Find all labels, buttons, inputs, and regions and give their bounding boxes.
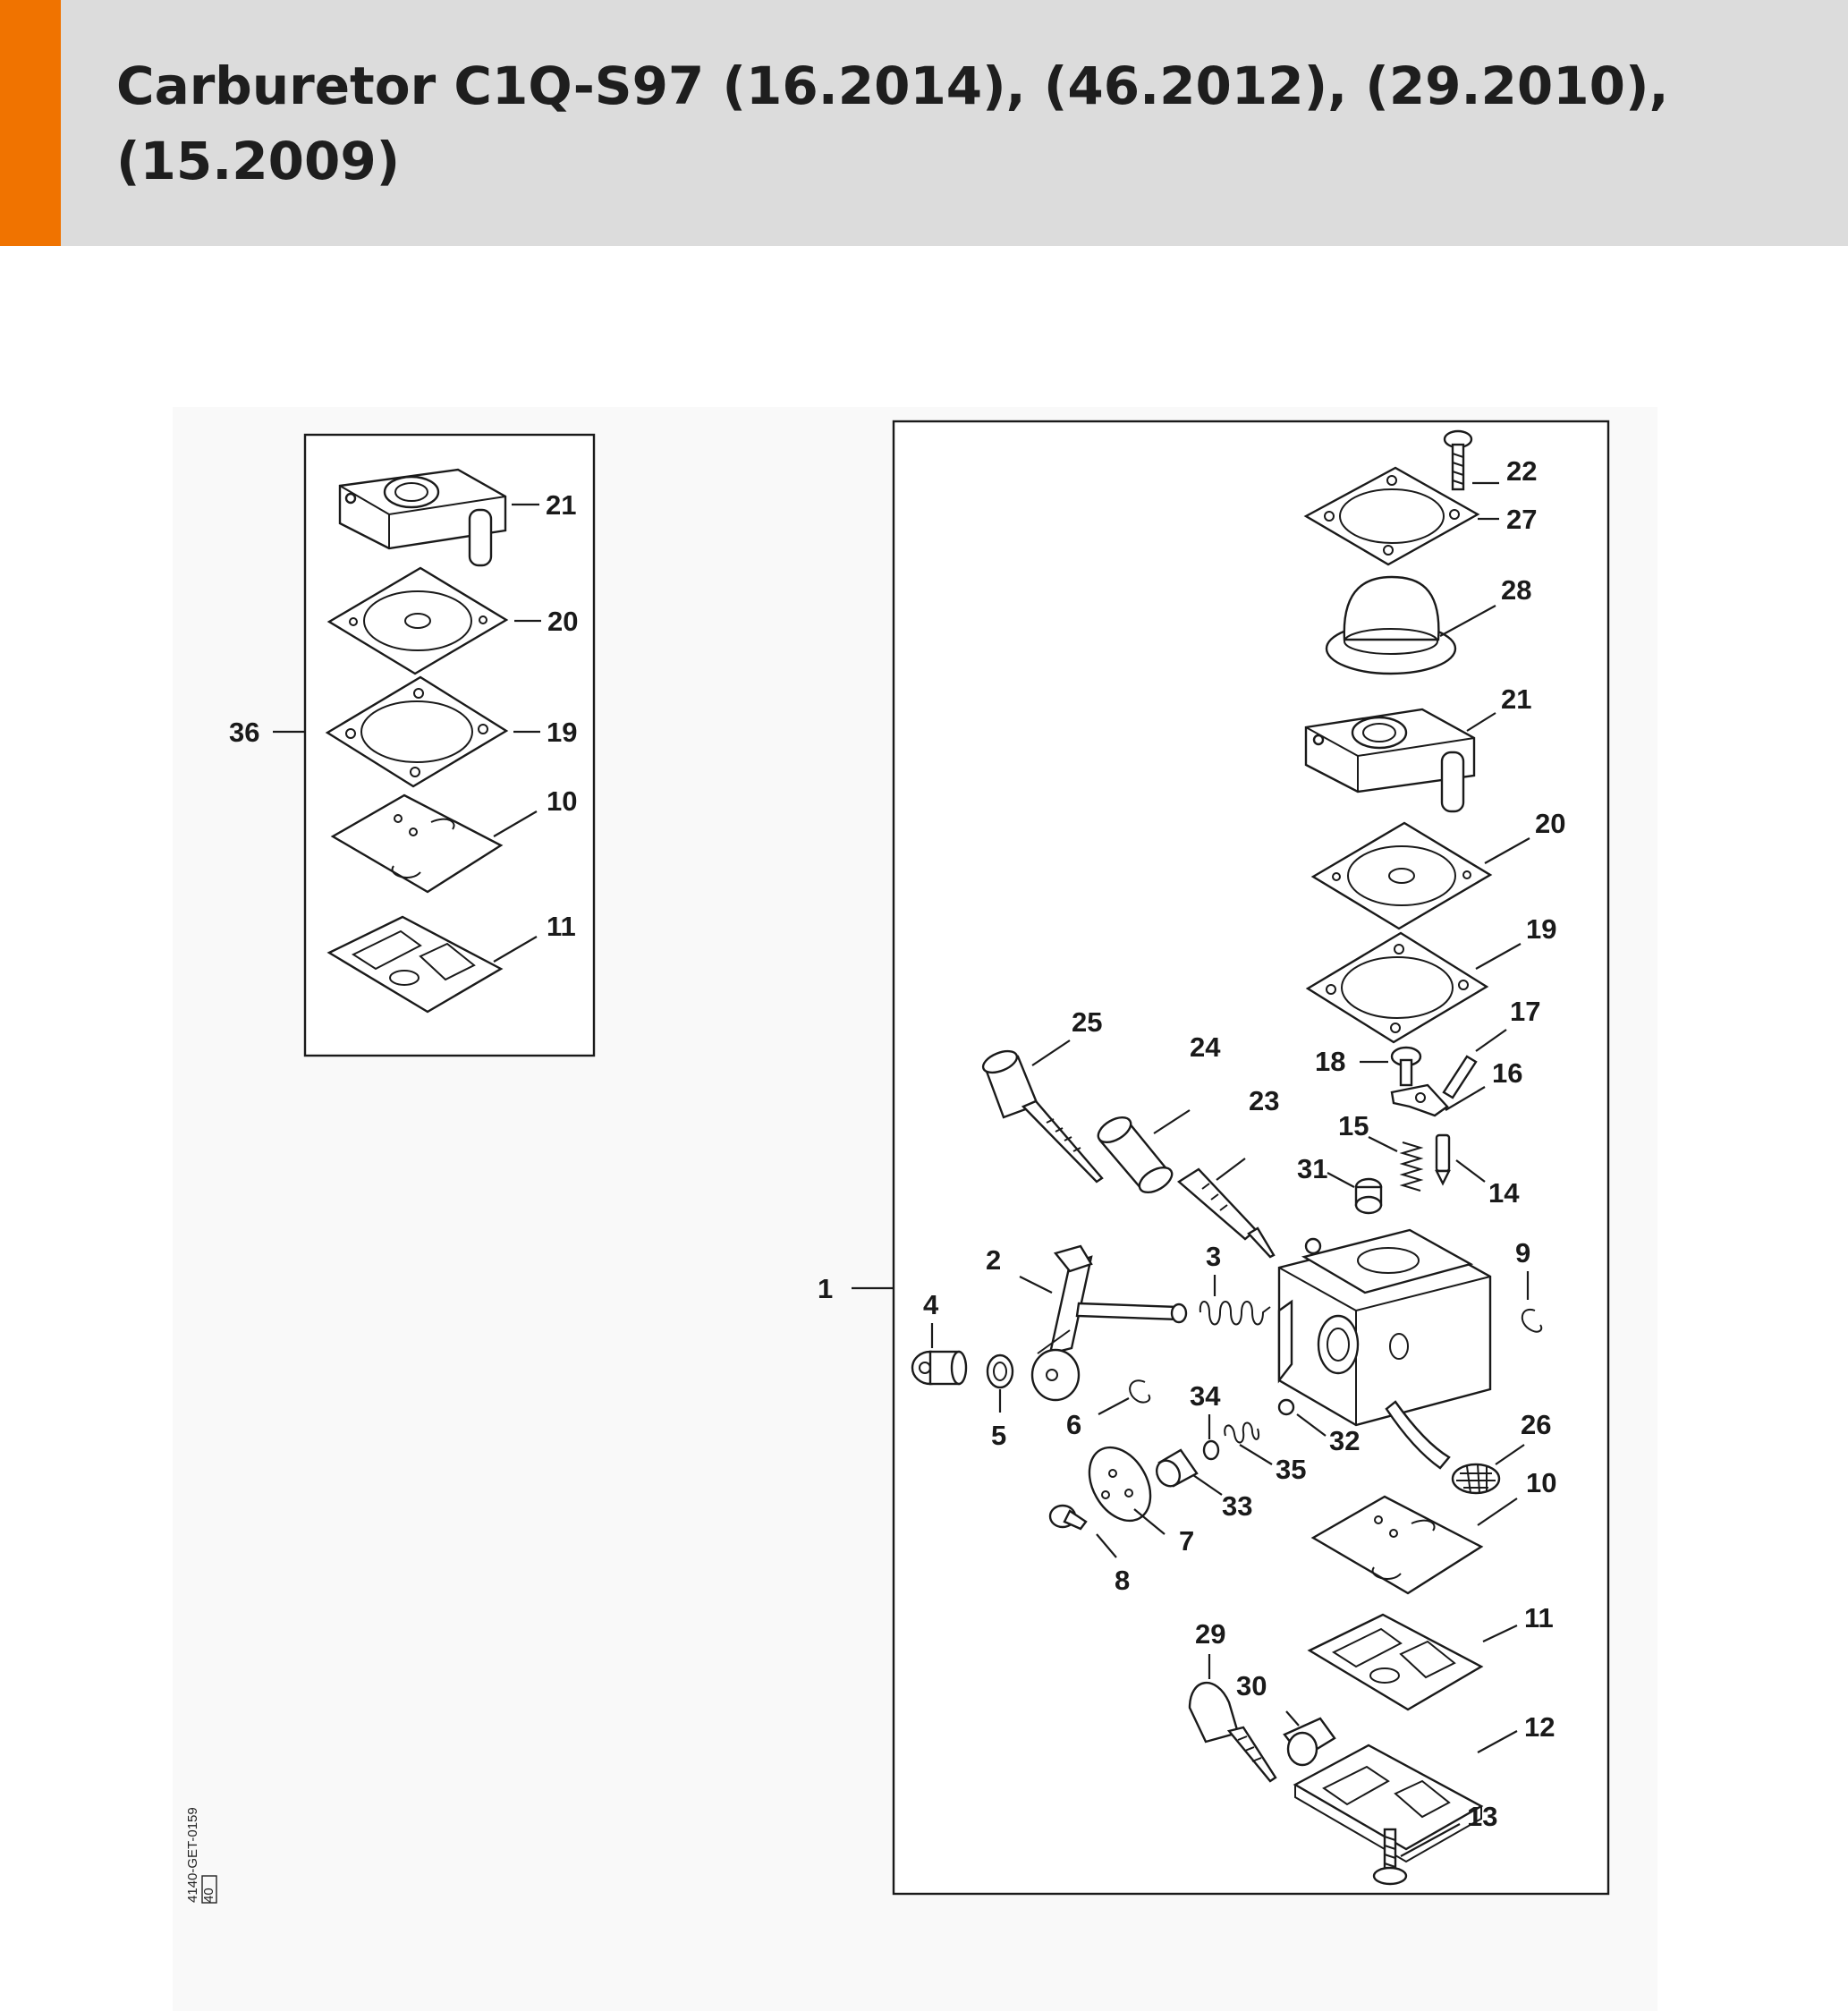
svg-text:24: 24	[1190, 1031, 1221, 1063]
page-title: Carburetor C1Q-S97 (16.2014), (46.2012),…	[116, 55, 1669, 191]
page-header: Carburetor C1Q-S97 (16.2014), (46.2012),…	[0, 0, 1848, 246]
part-20-diaphragm[interactable]	[1310, 821, 1493, 930]
svg-text:7: 7	[1179, 1525, 1194, 1557]
svg-text:11: 11	[1524, 1602, 1554, 1633]
svg-text:20: 20	[547, 606, 578, 637]
svg-text:22: 22	[1506, 455, 1537, 487]
svg-text:9: 9	[1515, 1237, 1530, 1269]
part-25-adjusting-screw[interactable]	[980, 1047, 1104, 1184]
part-9-clip[interactable]	[1522, 1308, 1543, 1333]
svg-text:8: 8	[1115, 1565, 1130, 1596]
part-24-limiter-cap[interactable]	[1094, 1112, 1176, 1197]
svg-text:33: 33	[1222, 1490, 1252, 1522]
part-4-bushing[interactable]	[911, 1350, 968, 1386]
svg-text:17: 17	[1510, 996, 1540, 1027]
part-7-plate[interactable]	[1077, 1437, 1163, 1532]
part-13-screw[interactable]	[1372, 1828, 1408, 1886]
page-number: 40	[201, 1888, 216, 1903]
svg-text:10: 10	[547, 785, 577, 817]
part-16-lever[interactable]	[1390, 1083, 1449, 1117]
svg-text:27: 27	[1506, 504, 1537, 535]
svg-text:4: 4	[923, 1289, 939, 1320]
svg-text:26: 26	[1521, 1409, 1551, 1440]
svg-text:30: 30	[1236, 1670, 1267, 1701]
svg-text:20: 20	[1535, 808, 1565, 839]
part-6-clip[interactable]	[1129, 1379, 1151, 1404]
svg-text:2: 2	[986, 1244, 1001, 1276]
part-21-pump-cover[interactable]	[1304, 708, 1476, 813]
part-19-gasket[interactable]	[1305, 931, 1489, 1044]
svg-text:3: 3	[1206, 1241, 1221, 1272]
svg-text:13: 13	[1467, 1801, 1497, 1832]
part-2-throttle-shaft[interactable]	[1030, 1244, 1188, 1402]
part-33-bushing[interactable]	[1152, 1448, 1199, 1490]
part-23-needle[interactable]	[1176, 1167, 1276, 1259]
part-8-screw[interactable]	[1048, 1504, 1088, 1531]
part-5-washer[interactable]	[986, 1353, 1014, 1389]
part-17-pin[interactable]	[1442, 1055, 1478, 1099]
part-32-screen[interactable]	[1277, 1398, 1295, 1416]
part-15-spring[interactable]	[1399, 1141, 1424, 1192]
part-10-metering-diaphragm[interactable]	[1310, 1495, 1484, 1595]
drawing-reference: 4140-GET-0159 40	[185, 1807, 217, 1904]
svg-text:19: 19	[1526, 913, 1556, 945]
svg-text:25: 25	[1072, 1006, 1102, 1038]
svg-text:28: 28	[1501, 574, 1531, 606]
svg-text:32: 32	[1329, 1425, 1360, 1456]
part-28-primer-bulb[interactable]	[1325, 575, 1457, 675]
service-kit-box: 21 20 19 36	[229, 433, 596, 1057]
svg-text:31: 31	[1297, 1153, 1327, 1184]
svg-text:16: 16	[1492, 1057, 1522, 1089]
svg-text:21: 21	[546, 489, 576, 521]
kit-callout-36: 36	[229, 717, 259, 748]
part-31-plug[interactable]	[1354, 1177, 1383, 1215]
part-35-spring[interactable]	[1224, 1421, 1260, 1444]
kit-part-11-gasket[interactable]	[326, 915, 504, 1014]
part-12-fuel-pump-body[interactable]	[1283, 1717, 1484, 1863]
svg-text:5: 5	[991, 1420, 1006, 1451]
part-27-cover-plate[interactable]	[1303, 466, 1480, 566]
svg-text:6: 6	[1066, 1409, 1081, 1440]
part-carburetor-body[interactable]	[1277, 1228, 1492, 1470]
exploded-parts-diagram: 21 20 19 36	[0, 246, 1848, 2011]
kit-part-21-pump-cover[interactable]	[338, 468, 507, 567]
part-14-inlet-needle[interactable]	[1435, 1133, 1451, 1186]
kit-part-10-metering-diaphragm[interactable]	[330, 793, 504, 894]
svg-text:19: 19	[547, 717, 577, 748]
kit-part-20-diaphragm[interactable]	[326, 566, 509, 675]
svg-text:11: 11	[547, 911, 576, 942]
kit-part-19-gasket[interactable]	[325, 675, 509, 788]
svg-text:23: 23	[1249, 1085, 1279, 1116]
part-29-idle-screw[interactable]	[1188, 1682, 1277, 1783]
part-3-spring[interactable]	[1199, 1301, 1271, 1326]
part-22-screw[interactable]	[1443, 429, 1473, 491]
part-26-filter-screen[interactable]	[1451, 1463, 1501, 1495]
svg-text:35: 35	[1276, 1454, 1306, 1485]
header-accent-bar	[0, 0, 61, 246]
svg-text:15: 15	[1338, 1110, 1369, 1141]
part-11-gasket[interactable]	[1307, 1613, 1484, 1711]
part-34-o-ring[interactable]	[1202, 1439, 1220, 1461]
main-callout-1: 1	[818, 1273, 833, 1304]
svg-text:29: 29	[1195, 1618, 1225, 1650]
part-18-screw[interactable]	[1390, 1046, 1422, 1087]
svg-text:12: 12	[1524, 1711, 1555, 1743]
reference-code: 4140-GET-0159	[185, 1807, 200, 1903]
svg-text:18: 18	[1315, 1046, 1345, 1077]
svg-text:21: 21	[1501, 683, 1531, 715]
svg-text:10: 10	[1526, 1467, 1556, 1498]
main-assembly-box: 1 22 27 28	[818, 420, 1610, 1896]
svg-text:14: 14	[1488, 1177, 1520, 1209]
svg-text:34: 34	[1190, 1380, 1221, 1412]
